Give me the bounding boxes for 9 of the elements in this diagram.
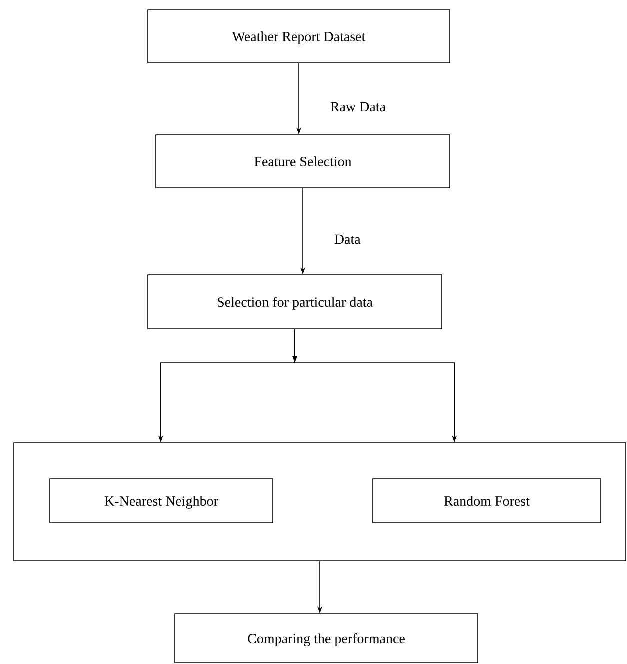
- edge-label: Data: [333, 234, 362, 246]
- edge-label: Raw Data: [329, 101, 387, 113]
- process-box: Random Forest: [372, 478, 602, 524]
- process-box: Comparing the performance: [174, 614, 478, 664]
- process-box: Weather Report Dataset: [148, 10, 450, 64]
- process-box: K-Nearest Neighbor: [50, 478, 274, 524]
- group-box: [14, 442, 626, 562]
- process-box: Selection for particular data: [148, 274, 442, 330]
- process-box: Feature Selection: [156, 134, 450, 188]
